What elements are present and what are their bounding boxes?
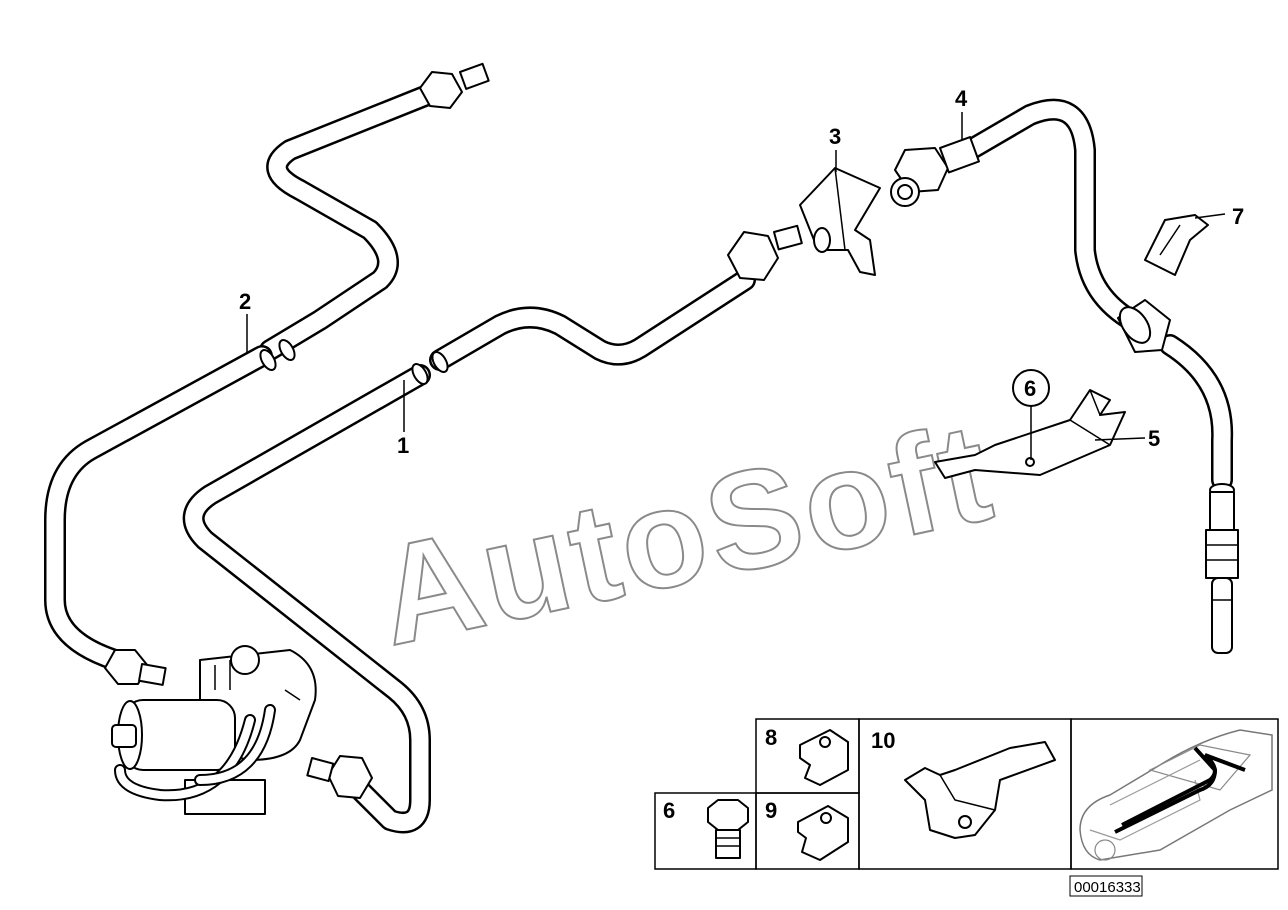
- callout-4: 4: [955, 86, 968, 111]
- callout-6: 6: [1024, 376, 1036, 401]
- clip-9-icon: [797, 805, 849, 861]
- legend-label-8: 8: [765, 725, 777, 750]
- clip-7: [1144, 214, 1209, 276]
- callout-7: 7: [1232, 204, 1244, 229]
- leader-lines: [246, 112, 1226, 460]
- part-number-box: 00016333: [1069, 875, 1143, 897]
- hose-2: [44, 62, 490, 686]
- bracket-3: [799, 167, 881, 276]
- car-location-icon: [1079, 729, 1273, 861]
- hose-1: [182, 224, 803, 834]
- legend-panel: 8 9 6 10: [654, 718, 1279, 870]
- hose-4: [890, 98, 1239, 654]
- bracket-5: [934, 389, 1126, 479]
- clip-8-icon: [799, 729, 849, 786]
- part-number: 00016333: [1074, 879, 1141, 896]
- callout-2: 2: [239, 289, 251, 314]
- legend-label-6: 6: [663, 798, 675, 823]
- watermark: AutoSoft: [364, 391, 1008, 676]
- callout-5: 5: [1148, 426, 1160, 451]
- callout-1: 1: [397, 433, 409, 458]
- callout-3: 3: [829, 124, 841, 149]
- bracket-10-icon: [904, 741, 1056, 839]
- bolt-6-icon: [707, 799, 749, 859]
- legend-label-9: 9: [765, 798, 777, 823]
- legend-label-10: 10: [871, 728, 895, 753]
- washer-pump: [111, 645, 317, 815]
- svg-text:AutoSoft: AutoSoft: [365, 392, 1007, 675]
